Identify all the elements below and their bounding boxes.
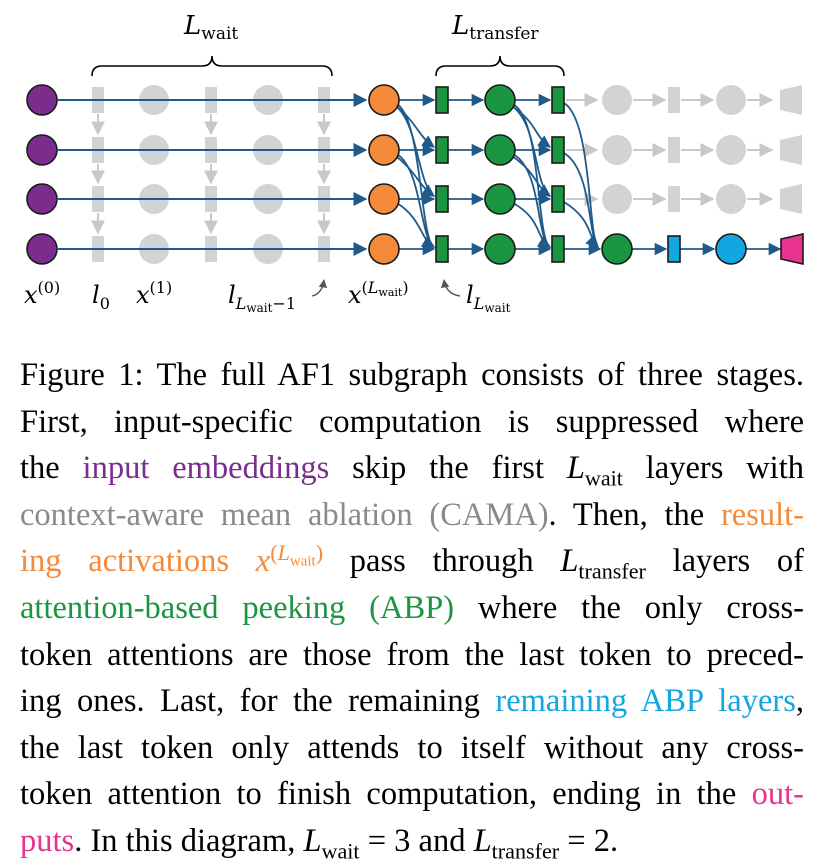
caption-line-10: token attention to finish computation, e… xyxy=(20,776,804,813)
caption-line-6: attention-based peeking (ABP) where the … xyxy=(20,589,804,626)
caption-line-2: First, input-specific computation is sup… xyxy=(20,403,804,440)
input-embedding-row-2 xyxy=(26,183,58,215)
brace-wait-label: Lwait xyxy=(183,11,238,44)
remaining-gray-layer-1-row-1 xyxy=(668,137,680,163)
af1-subgraph-diagram: Lwait Ltransfer x(0) l0 x(1) lLwait−1 x(… xyxy=(24,11,804,315)
label-x-lwait: x(Lwait) xyxy=(348,278,409,309)
input-embedding-row-3 xyxy=(26,233,58,265)
brace-transfer-label: Ltransfer xyxy=(451,11,539,44)
resulting-activation-row-3 xyxy=(368,233,400,265)
remaining-gray-node-0-row-1 xyxy=(602,135,632,165)
caption-line-11: puts. In this diagram, Lwait = 3 and Ltr… xyxy=(20,822,619,864)
label-l-lwait-minus-1: lLwait−1 xyxy=(228,281,296,315)
transfer-activation-row-0 xyxy=(484,84,516,116)
remaining-abp-layer xyxy=(667,235,681,263)
caption-line-5: ing activations x(Lwait) pass through Lt… xyxy=(20,539,804,584)
remaining-gray-output-row-0 xyxy=(780,85,802,115)
remaining-gray-node-0-row-0 xyxy=(602,85,632,115)
transfer-layer-0-row-3 xyxy=(435,235,449,263)
arrow-layer xyxy=(58,93,782,256)
arrow-to-l-lwait xyxy=(440,279,461,297)
transfer-layer-0-row-1 xyxy=(435,136,449,164)
gray-nodes-layer xyxy=(91,85,802,264)
abp-term: attention-based peeking (ABP) xyxy=(20,589,455,626)
transfer-activation-row-2 xyxy=(484,183,516,215)
label-l0: l0 xyxy=(92,281,110,313)
input-embeddings-term: input embeddings xyxy=(82,450,330,487)
transfer-layer-1-row-1 xyxy=(551,136,565,164)
remaining-abp-activation xyxy=(715,233,747,265)
caption-line-1: Figure 1: The full AF1 subgraph consists… xyxy=(20,357,804,393)
remaining-gray-node-0-row-2 xyxy=(602,184,632,214)
output-node xyxy=(780,232,804,266)
brace-wait xyxy=(91,55,333,77)
transfer-layer-0-row-2 xyxy=(435,185,449,213)
transfer-layer-0-row-0 xyxy=(435,86,449,114)
transfer-activation-row-1 xyxy=(484,134,516,166)
caption-line-3: the input embeddings skip the first Lwai… xyxy=(20,450,804,491)
caption-line-8: ing ones. Last, for the remaining remain… xyxy=(20,683,805,720)
transfer-layer-1-row-3 xyxy=(551,235,565,263)
caption-line-9: the last token only attends to itself wi… xyxy=(20,729,804,766)
label-x0: x(0) xyxy=(24,278,60,309)
label-l-lwait: lLwait xyxy=(466,281,511,315)
remaining-gray-node-2-row-0 xyxy=(716,85,746,115)
resulting-activation-row-0 xyxy=(368,84,400,116)
resulting-activation-row-1 xyxy=(368,134,400,166)
resulting-activation-row-2 xyxy=(368,183,400,215)
input-embedding-row-1 xyxy=(26,134,58,166)
transfer-layer-1-row-2 xyxy=(551,185,565,213)
figure-caption: Figure 1: The full AF1 subgraph consists… xyxy=(20,352,804,865)
brace-transfer xyxy=(435,55,565,77)
colored-nodes-layer xyxy=(26,84,804,266)
remaining-gray-node-2-row-2 xyxy=(716,184,746,214)
transfer-activation-row-3 xyxy=(484,233,516,265)
input-embedding-row-0 xyxy=(26,84,58,116)
outputs-term: puts xyxy=(20,822,75,859)
remaining-gray-layer-1-row-0 xyxy=(668,87,680,113)
arrow-to-lwait-minus-1 xyxy=(311,279,328,297)
remaining-gray-output-row-2 xyxy=(780,184,802,214)
caption-line-7: token attentions are those from the last… xyxy=(20,636,804,673)
cama-term: context-aware mean ablation (CAMA) xyxy=(20,496,549,533)
remaining-gray-node-2-row-1 xyxy=(716,135,746,165)
transfer-output-activation xyxy=(601,233,633,265)
remaining-gray-layer-1-row-2 xyxy=(668,186,680,212)
resulting-activations-term: ing activations x(Lwait) xyxy=(20,539,324,580)
transfer-layer-1-row-0 xyxy=(551,86,565,114)
caption-line-4: context-aware mean ablation (CAMA). Then… xyxy=(20,496,804,533)
label-x1: x(1) xyxy=(136,278,172,309)
remaining-gray-output-row-1 xyxy=(780,135,802,165)
remaining-abp-term: remaining ABP layers xyxy=(495,683,796,720)
